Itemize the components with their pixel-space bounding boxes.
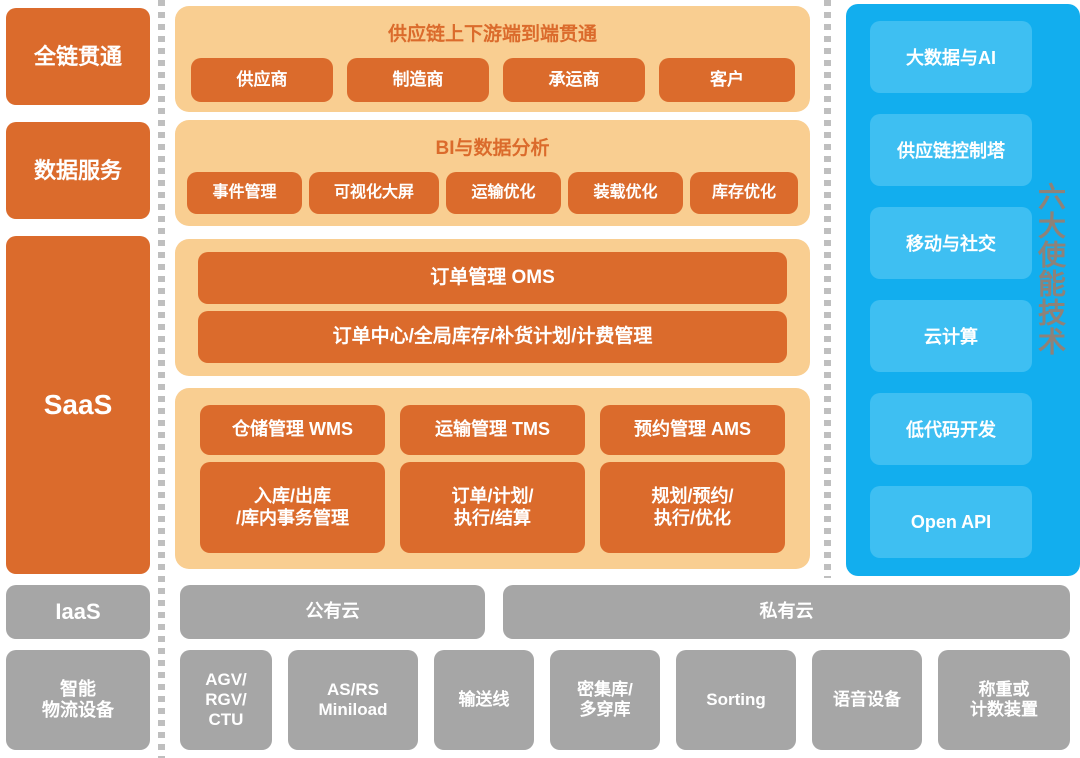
enabling-tech-cloud-computing[interactable]: 云计算 [870,300,1032,372]
equipment-item-weighing-counting[interactable]: 称重或 计数装置 [938,650,1070,750]
oms-title-box[interactable]: 订单管理 OMS [198,252,787,304]
bi-item-visualization[interactable]: 可视化大屏 [309,172,439,214]
equipment-item-agv-rgv-ctu[interactable]: AGV/ RGV/ CTU [180,650,272,750]
system-head-ams[interactable]: 预约管理 AMS [600,405,785,455]
layer-label-saas: SaaS [6,236,150,574]
bi-item-event-management[interactable]: 事件管理 [187,172,302,214]
bi-item-loading-optimize[interactable]: 装载优化 [568,172,683,214]
panel-supply-chain-title: 供应链上下游端到端贯通 [387,24,597,45]
system-head-wms[interactable]: 仓储管理 WMS [200,405,385,455]
supply-chain-item-supplier[interactable]: 供应商 [191,58,333,102]
bi-item-transport-optimize[interactable]: 运输优化 [446,172,561,214]
supply-chain-item-customer[interactable]: 客户 [659,58,795,102]
panel-enabling-technologies: 大数据与AI 供应链控制塔 移动与社交 云计算 低代码开发 Open API [846,4,1080,576]
panel-oms: 订单管理 OMS 订单中心/全局库存/补货计划/计费管理 [175,239,810,376]
layer-label-iaas: IaaS [6,585,150,639]
equipment-item-dense-storage[interactable]: 密集库/ 多穿库 [550,650,660,750]
supply-chain-item-carrier[interactable]: 承运商 [503,58,645,102]
panel-bi-analytics-title: BI与数据分析 [435,138,550,159]
equipment-item-sorting[interactable]: Sorting [676,650,796,750]
equipment-item-conveyor[interactable]: 输送线 [434,650,534,750]
system-body-ams[interactable]: 规划/预约/ 执行/优化 [600,462,785,553]
enabling-tech-open-api[interactable]: Open API [870,486,1032,558]
layer-label-equipment: 智能 物流设备 [6,650,150,750]
divider-left [158,0,165,758]
enabling-tech-low-code[interactable]: 低代码开发 [870,393,1032,465]
layer-label-data-service: 数据服务 [6,122,150,219]
enabling-tech-mobile-social[interactable]: 移动与社交 [870,207,1032,279]
system-body-tms[interactable]: 订单/计划/ 执行/结算 [400,462,585,553]
divider-right [824,0,831,578]
panel-bi-analytics: BI与数据分析 事件管理 可视化大屏 运输优化 装载优化 库存优化 [175,120,810,226]
enabling-tech-control-tower[interactable]: 供应链控制塔 [870,114,1032,186]
equipment-item-asrs-miniload[interactable]: AS/RS Miniload [288,650,418,750]
enabling-technologies-caption: 六大使能技术 [1035,182,1066,356]
system-body-wms[interactable]: 入库/出库 /库内事务管理 [200,462,385,553]
panel-supply-chain: 供应链上下游端到端贯通 供应商 制造商 承运商 客户 [175,6,810,112]
iaas-private-cloud[interactable]: 私有云 [503,585,1070,639]
oms-details-box[interactable]: 订单中心/全局库存/补货计划/计费管理 [198,311,787,363]
equipment-item-voice-device[interactable]: 语音设备 [812,650,922,750]
bi-item-inventory-optimize[interactable]: 库存优化 [690,172,798,214]
panel-execution-systems: 仓储管理 WMS 运输管理 TMS 预约管理 AMS 入库/出库 /库内事务管理… [175,388,810,569]
enabling-tech-big-data-ai[interactable]: 大数据与AI [870,21,1032,93]
system-head-tms[interactable]: 运输管理 TMS [400,405,585,455]
layer-label-all-chain: 全链贯通 [6,8,150,105]
supply-chain-item-manufacturer[interactable]: 制造商 [347,58,489,102]
iaas-public-cloud[interactable]: 公有云 [180,585,485,639]
